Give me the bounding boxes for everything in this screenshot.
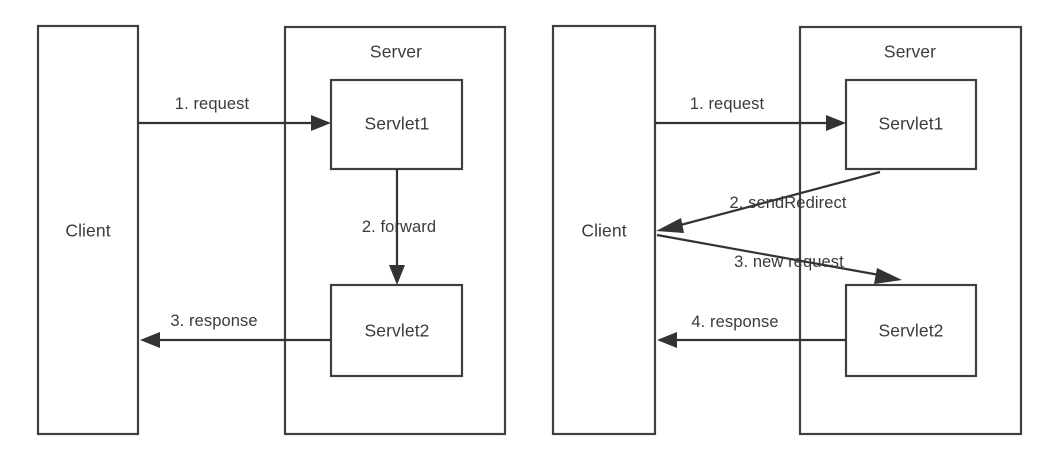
servlet1-label-forward: Servlet1 [364,113,430,134]
flow-label-forward-1-request: 1. request [174,94,250,113]
server-label-sendredirect: Server [883,41,937,62]
flow-arrow-forward-1-request [138,115,331,131]
flow-label-sendredirect-3-new-request: 3. new request [734,252,844,271]
flow-label-forward-3-response: 3. response [170,311,258,330]
client-box-forward [36,24,140,436]
flow-label-sendredirect-4-response: 4. response [691,312,779,331]
panel-forward [36,24,507,436]
flow-label-sendredirect-1-request: 1. request [689,94,765,113]
flow-arrow-sendredirect-4-response [657,332,846,348]
client-box-sendredirect [551,24,657,436]
client-label-sendredirect: Client [581,220,627,241]
servlet2-label-sendredirect: Servlet2 [878,320,944,341]
flow-arrow-sendredirect-2-sendredirect [656,170,881,233]
servlet2-label-forward: Servlet2 [364,320,430,341]
flow-label-sendredirect-2-sendredirect: 2. sendRedirect [729,193,847,212]
servlet1-label-sendredirect: Servlet1 [878,113,944,134]
server-label-forward: Server [369,41,423,62]
servlet1-box-forward [329,78,464,171]
servlet2-box-sendredirect [844,283,978,378]
panel-sendredirect [551,24,1023,436]
flow-arrow-forward-3-response [140,332,331,348]
flow-arrow-sendredirect-3-new-request [656,233,902,284]
servlet2-box-forward [329,283,464,378]
flow-arrow-forward-2-forward [389,169,405,285]
flow-label-forward-2-forward: 2. forward [361,217,437,236]
flow-arrow-sendredirect-1-request [655,115,846,131]
servlet1-box-sendredirect [844,78,978,171]
client-label-forward: Client [65,220,111,241]
